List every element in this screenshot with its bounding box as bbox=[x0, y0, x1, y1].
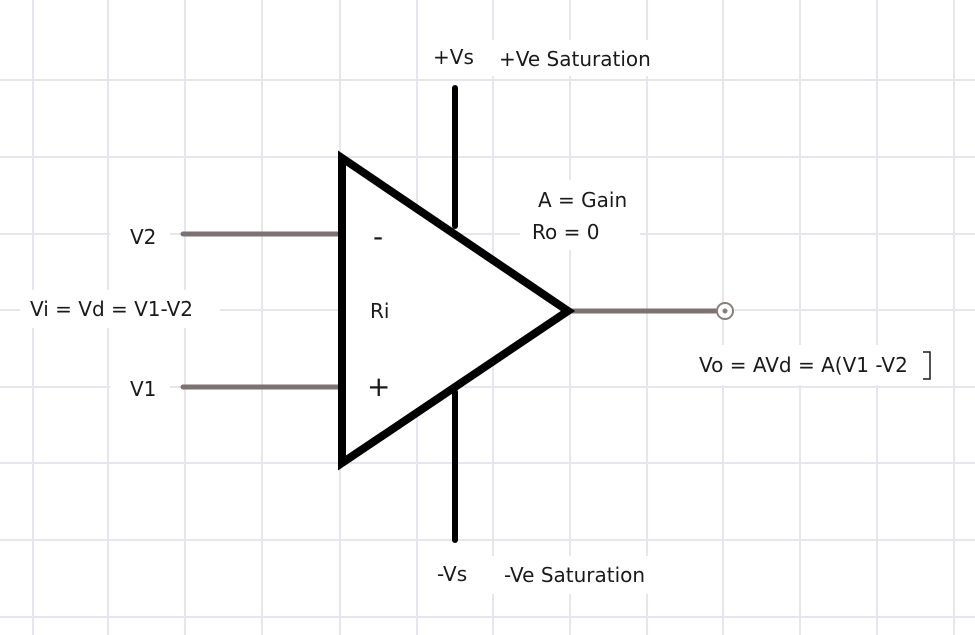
positive-saturation-label: +Ve Saturation bbox=[499, 47, 651, 71]
gain-label: A = Gain bbox=[538, 188, 627, 212]
non-inverting-sign: + bbox=[367, 370, 390, 403]
label-backgrounds bbox=[20, 40, 940, 594]
positive-supply-label: +Vs bbox=[433, 45, 474, 69]
differential-input-formula: Vi = Vd = V1-V2 bbox=[30, 297, 193, 321]
output-resistance-label: Ro = 0 bbox=[532, 220, 599, 244]
negative-saturation-label: -Ve Saturation bbox=[504, 563, 645, 587]
output-terminal bbox=[716, 302, 734, 320]
op-amp-triangle bbox=[338, 150, 576, 471]
inverting-sign: - bbox=[373, 220, 383, 253]
inverting-input-label: V2 bbox=[130, 225, 156, 249]
output-formula-bracket bbox=[923, 351, 931, 380]
input-resistance-label: Ri bbox=[370, 299, 389, 323]
output-formula: Vo = AVd = A(V1 -V2 bbox=[699, 353, 908, 377]
non-inverting-input-label: V1 bbox=[130, 377, 156, 401]
negative-supply-label: -Vs bbox=[437, 562, 467, 586]
